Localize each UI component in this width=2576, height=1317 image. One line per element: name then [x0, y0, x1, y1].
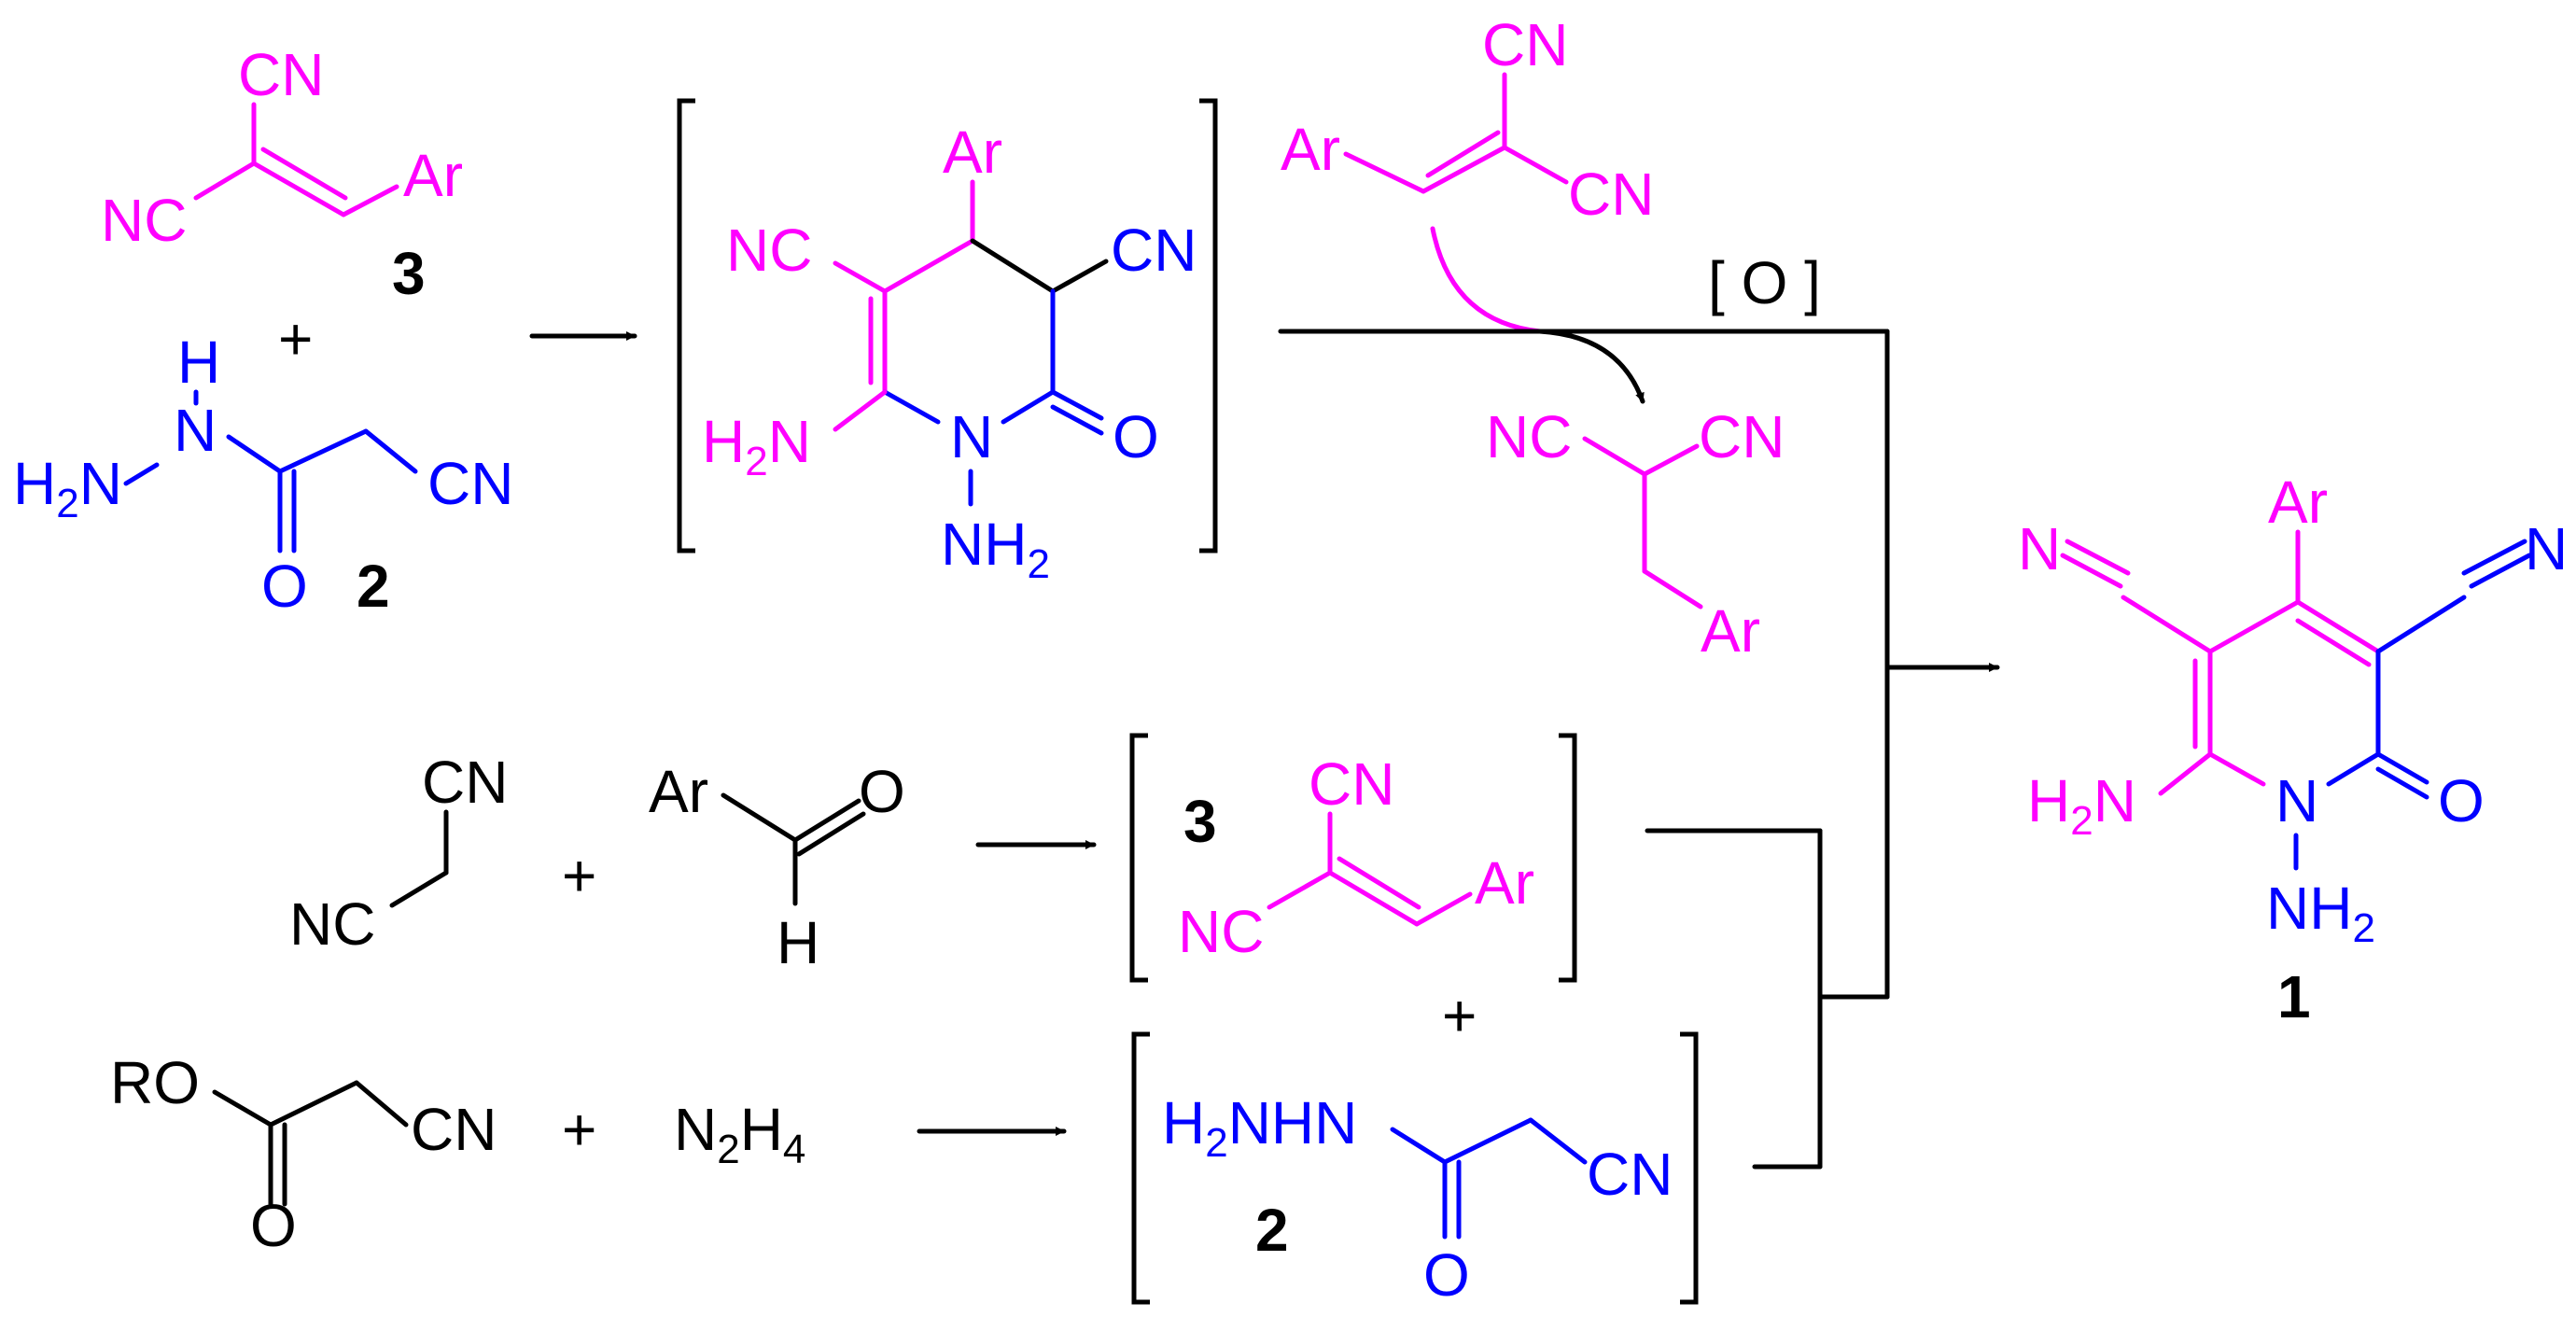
- nh2-label: NH2: [2266, 875, 2375, 951]
- plus-sign: +: [562, 1096, 596, 1163]
- n1-label: N: [2275, 767, 2318, 834]
- h2nhn-label: H2NHN: [1162, 1089, 1357, 1166]
- compound-2-top: H2N N H CN O 2: [13, 329, 513, 620]
- curved-arrow: [1537, 329, 1645, 404]
- cn-label-2: CN: [1568, 161, 1654, 228]
- malononitrile: CN NC: [289, 749, 508, 958]
- reduced-product: NC CN Ar: [1486, 403, 1785, 665]
- cn-label: CN: [238, 41, 324, 108]
- nh-n-label: N: [174, 397, 217, 464]
- ro-label: RO: [110, 1049, 200, 1116]
- n1-label: N: [950, 403, 993, 470]
- compound-3-number: 3: [1183, 788, 1217, 855]
- compound-2-number: 2: [357, 553, 390, 620]
- nc-label: NC: [1486, 403, 1572, 470]
- o-label: O: [1113, 403, 1159, 470]
- cn-label: CN: [427, 450, 513, 517]
- nh2-label: NH2: [941, 511, 1050, 587]
- nc-label: NC: [101, 187, 187, 254]
- product-1: Ar N N O H2N N NH2 1: [2018, 469, 2568, 1030]
- ar-label: Ar: [649, 758, 708, 825]
- bracket-left: [677, 98, 695, 553]
- ar-label: Ar: [1475, 849, 1534, 917]
- o-label: O: [2438, 767, 2485, 834]
- plus-sign: +: [562, 842, 596, 909]
- h-label: H: [777, 909, 819, 976]
- ar-label: Ar: [1701, 597, 1760, 665]
- cn-label: CN: [1587, 1141, 1673, 1208]
- ar-label: Ar: [403, 142, 463, 209]
- compound-3-top: CN NC Ar 3: [101, 41, 463, 307]
- oxidant-acceptor: Ar CN CN: [1281, 11, 1654, 404]
- nc-label: NC: [289, 890, 375, 958]
- compound-1-number: 1: [2277, 963, 2311, 1030]
- h2n-label: H2N: [702, 408, 811, 484]
- bracket-right: [1559, 733, 1577, 983]
- o-label: O: [859, 758, 905, 825]
- compound-2-bracket: H2NHN CN O 2: [1162, 1089, 1673, 1309]
- o-label: O: [1423, 1241, 1470, 1309]
- cn-label: CN: [1309, 750, 1394, 818]
- bracket-left: [1129, 733, 1148, 983]
- compound-3-number: 3: [392, 240, 426, 307]
- oxidant-label: [ O ]: [1708, 249, 1821, 316]
- intermediate-adduct: Ar NC CN O H2N N NH2: [702, 119, 1197, 587]
- cn-label: CN: [411, 1096, 497, 1163]
- compound-2-number: 2: [1255, 1197, 1289, 1264]
- hydrazine-label: N2H4: [674, 1096, 805, 1172]
- cyanoacetate-ester: RO CN O: [110, 1049, 497, 1259]
- nc-label: NC: [726, 217, 812, 284]
- cn-label: CN: [422, 749, 508, 816]
- bracket-right: [1680, 1031, 1699, 1305]
- cn-label: CN: [1699, 403, 1785, 470]
- cn-label: CN: [1111, 217, 1197, 284]
- aryl-aldehyde: Ar O H: [649, 758, 905, 976]
- hydride-curve: [1430, 226, 1543, 334]
- plus-sign: +: [1442, 982, 1477, 1049]
- nc-label: NC: [1178, 898, 1264, 965]
- n-nitrile-label: N: [2018, 515, 2061, 582]
- ar-label: Ar: [1281, 116, 1340, 183]
- compound-3-bracket: 3 CN NC Ar: [1178, 750, 1534, 965]
- o-label: O: [261, 553, 308, 620]
- bracket-right: [1199, 98, 1218, 553]
- n-nitrile-label-2: N: [2525, 515, 2568, 582]
- h2n-label: H2N: [13, 450, 122, 526]
- h2n-label: H2N: [2027, 767, 2136, 844]
- nh-h-label: H: [177, 329, 220, 396]
- ar-label: Ar: [2268, 469, 2328, 536]
- plus-sign: +: [278, 305, 313, 372]
- cn-label: CN: [1482, 11, 1568, 78]
- bracket-left: [1131, 1031, 1150, 1305]
- o-label: O: [250, 1192, 297, 1259]
- ar-label: Ar: [943, 119, 1002, 186]
